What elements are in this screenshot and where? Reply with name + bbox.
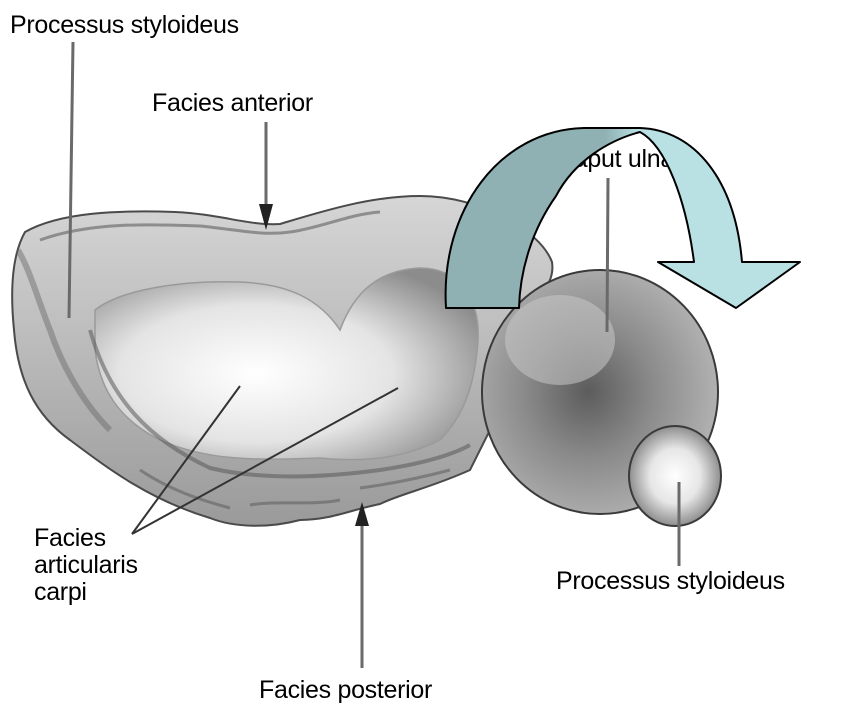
label-facies-articularis-line1: Facies (34, 525, 138, 552)
label-facies-articularis-line2: articularis (34, 552, 138, 579)
rotation-arrow (446, 128, 800, 308)
label-facies-articularis-carpi: Facies articularis carpi (34, 525, 138, 606)
label-processus-styloideus-right: Processus styloideus (556, 568, 785, 595)
label-facies-posterior: Facies posterior (259, 677, 432, 704)
label-facies-articularis-line3: carpi (34, 579, 138, 606)
